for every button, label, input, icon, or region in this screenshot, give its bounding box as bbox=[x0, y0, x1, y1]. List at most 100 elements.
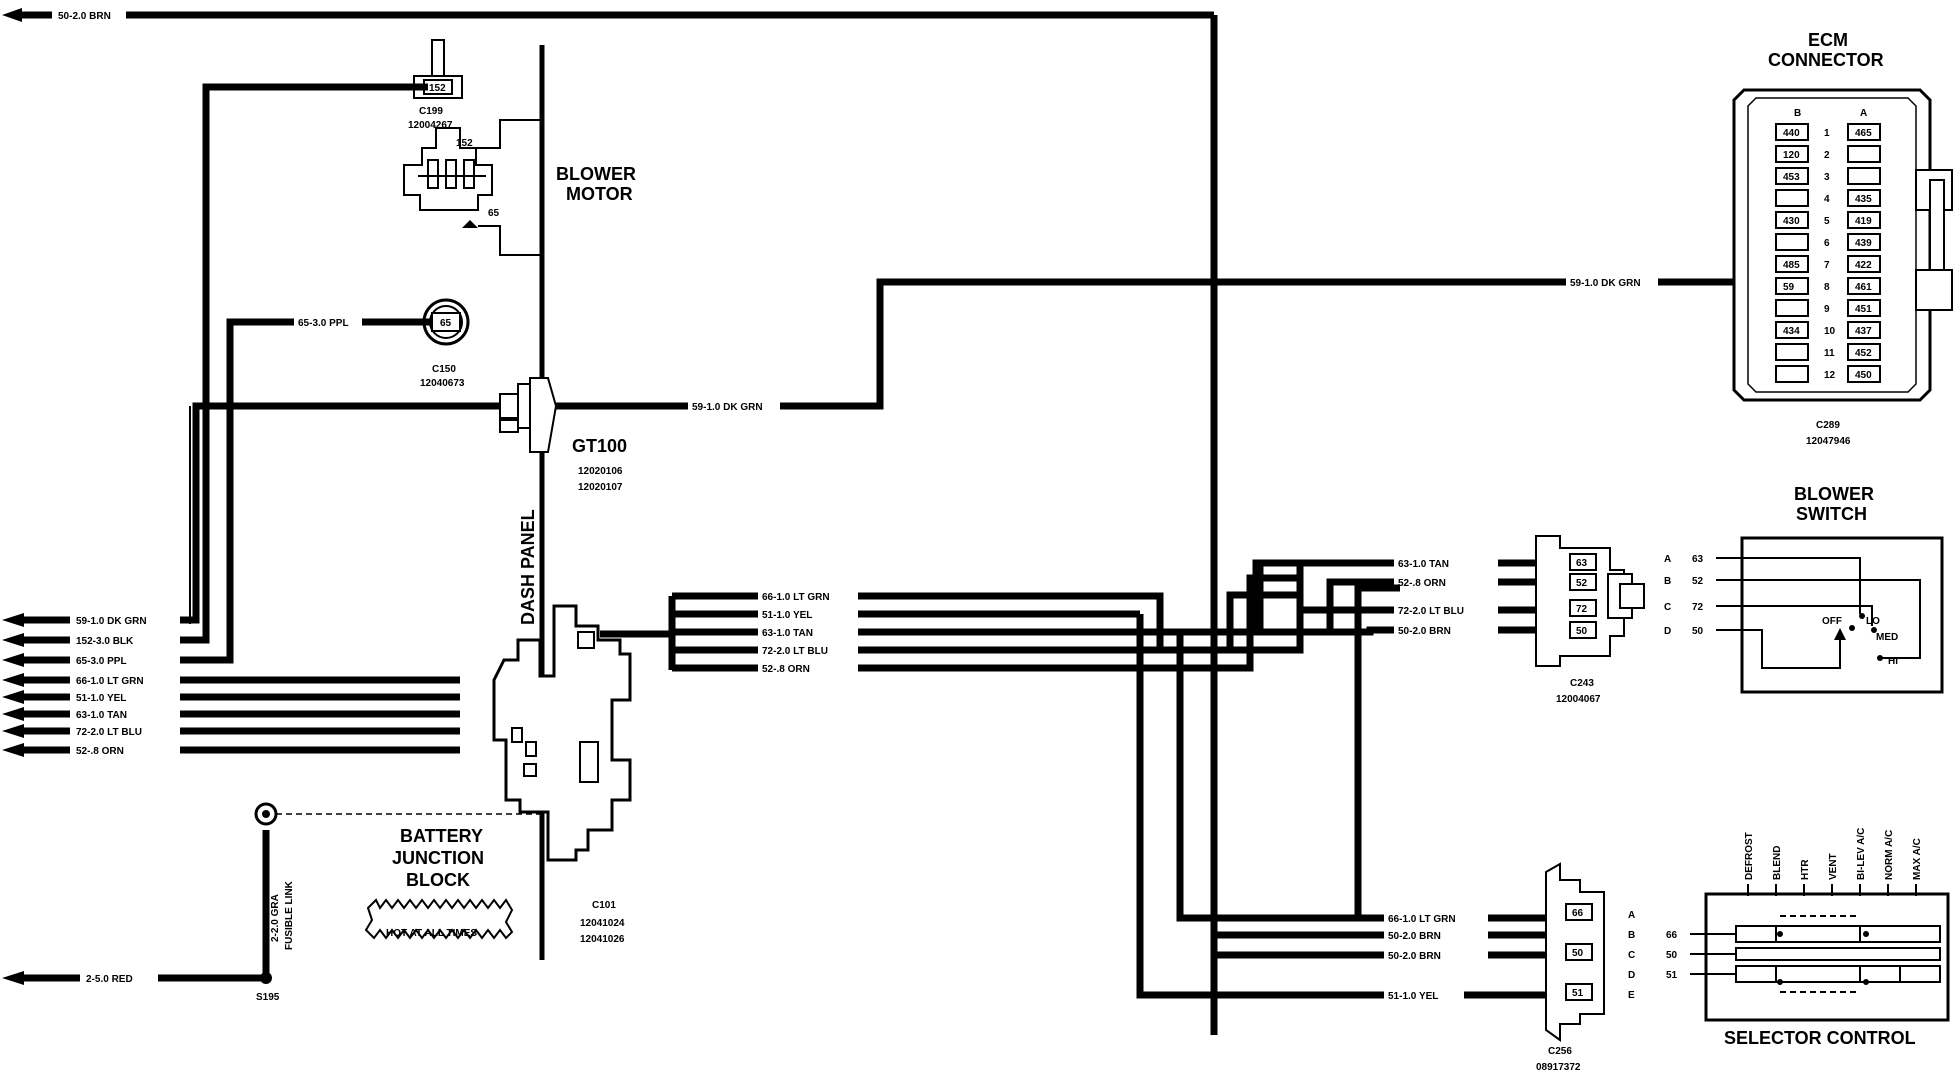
selector-mode-label: BI-LEV A/C bbox=[1856, 828, 1867, 880]
ecm-title-2: CONNECTOR bbox=[1768, 50, 1884, 70]
ecm-cavity-a bbox=[1847, 167, 1881, 185]
c256-letter-d: D bbox=[1628, 970, 1635, 981]
label-c243-tan: 63-1.0 TAN bbox=[1398, 559, 1449, 570]
c289-pn: 12047946 bbox=[1806, 436, 1851, 447]
wire-59-dkgrn-to-ecm bbox=[556, 278, 1740, 410]
c243-pin-63: 63 bbox=[1576, 558, 1588, 569]
label-c243-brn: 50-2.0 BRN bbox=[1398, 626, 1451, 637]
wire-59-dkgrn-left bbox=[20, 402, 502, 624]
wire-152-blk bbox=[20, 83, 428, 644]
bjb-title-3: BLOCK bbox=[406, 870, 470, 890]
label-gt100-dkgrn: 59-1.0 DK GRN bbox=[692, 402, 763, 413]
ecm-cavity-a bbox=[1847, 233, 1881, 251]
c199-part-number: 12004267 bbox=[408, 120, 453, 131]
wires-c243: 63-1.0 TAN 52-.8 ORN 72-2.0 LT BLU 50-2.… bbox=[1214, 556, 1560, 654]
ecm-title-1: ECM bbox=[1808, 30, 1848, 50]
label-mid-ltgrn: 66-1.0 LT GRN bbox=[762, 592, 830, 603]
ecm-cavity-a bbox=[1847, 255, 1881, 273]
c150-label: C150 bbox=[432, 364, 456, 375]
ecm-pin-b: 434 bbox=[1783, 326, 1800, 337]
wire-label: 50-2.0 BRN bbox=[58, 11, 111, 22]
ecm-pin-a: 439 bbox=[1855, 238, 1872, 249]
ecm-pin-b: 440 bbox=[1783, 128, 1800, 139]
label-c243-ltblu: 72-2.0 LT BLU bbox=[1398, 606, 1464, 617]
ecm-row-number: 5 bbox=[1824, 216, 1830, 227]
selector-title: SELECTOR CONTROL bbox=[1724, 1028, 1916, 1048]
label-left-yel: 51-1.0 YEL bbox=[76, 693, 126, 704]
blower-motor-title-2: MOTOR bbox=[566, 184, 633, 204]
ecm-pin-a: 450 bbox=[1855, 370, 1872, 381]
c243-pin-50: 50 bbox=[1576, 626, 1588, 637]
motor-pin-152: 152 bbox=[456, 138, 473, 149]
ecm-row-number: 11 bbox=[1824, 348, 1835, 359]
ecm-cavity-a bbox=[1847, 365, 1881, 383]
hot-text: HOT AT ALL TIMES bbox=[386, 928, 477, 939]
c256-letter-a: A bbox=[1628, 910, 1635, 921]
ecm-cavity-b bbox=[1775, 255, 1809, 273]
c256-letter-b: B bbox=[1628, 930, 1635, 941]
label-left-ltblu: 72-2.0 LT BLU bbox=[76, 727, 142, 738]
ecm-cavity-b bbox=[1775, 321, 1809, 339]
bs-med: MED bbox=[1876, 632, 1898, 643]
ecm-pin-b: 485 bbox=[1783, 260, 1800, 271]
ecm-cavity-b bbox=[1775, 277, 1809, 295]
c256-letter-e: E bbox=[1628, 990, 1635, 1001]
left-wire-labels: 59-1.0 DK GRN 152-3.0 BLK 65-3.0 PPL 66-… bbox=[70, 612, 180, 760]
bs-lo: LO bbox=[1866, 616, 1880, 627]
bs-hi: HI bbox=[1888, 656, 1898, 667]
ecm-cavity-b bbox=[1775, 365, 1809, 383]
gt100-pn-1: 12020106 bbox=[578, 466, 623, 477]
ecm-pin-b: 453 bbox=[1783, 172, 1800, 183]
c243-pin-52: 52 bbox=[1576, 578, 1588, 589]
middle-harness: 66-1.0 LT GRN 51-1.0 YEL 63-1.0 TAN 72-2… bbox=[600, 559, 1400, 999]
ecm-pin-a: 465 bbox=[1855, 128, 1872, 139]
selector-mode-label: MAX A/C bbox=[1912, 838, 1923, 880]
label-c256-ltgrn: 66-1.0 LT GRN bbox=[1388, 914, 1456, 925]
ecm-cavity-b bbox=[1775, 123, 1809, 141]
ecm-pin-a: 422 bbox=[1855, 260, 1872, 271]
label-c256-brn1: 50-2.0 BRN bbox=[1388, 931, 1441, 942]
s195-label: S195 bbox=[256, 992, 280, 1003]
label-left-dkgrn: 59-1.0 DK GRN bbox=[76, 616, 147, 627]
ecm-cavity-b bbox=[1775, 299, 1809, 317]
ecm-row-number: 3 bbox=[1824, 172, 1830, 183]
label-mid-orn: 52-.8 ORN bbox=[762, 664, 810, 675]
c256-pin-51: 51 bbox=[1572, 988, 1584, 999]
c101-pn-2: 12041026 bbox=[580, 934, 625, 945]
label-left-blk: 152-3.0 BLK bbox=[76, 636, 134, 647]
sel-row-50: 50 bbox=[1666, 950, 1678, 961]
label-c256-brn2: 50-2.0 BRN bbox=[1388, 951, 1441, 962]
ecm-row-number: 1 bbox=[1824, 128, 1830, 139]
c256-pin-50: 50 bbox=[1572, 948, 1584, 959]
gt100-pn-2: 12020107 bbox=[578, 482, 623, 493]
bjb-title-2: JUNCTION bbox=[392, 848, 484, 868]
ecm-pin-a: 461 bbox=[1855, 282, 1872, 293]
ecm-row-number: 9 bbox=[1824, 304, 1830, 315]
battery-junction-block bbox=[492, 604, 632, 862]
ecm-pin-a: 437 bbox=[1855, 326, 1872, 337]
bs-num-72: 72 bbox=[1692, 602, 1704, 613]
bs-num-52: 52 bbox=[1692, 576, 1704, 587]
c256-pin-66: 66 bbox=[1572, 908, 1584, 919]
bs-off: OFF bbox=[1822, 616, 1842, 627]
label-mid-ltblu: 72-2.0 LT BLU bbox=[762, 646, 828, 657]
ecm-row-number: 6 bbox=[1824, 238, 1830, 249]
hot-at-all-times-badge: HOT AT ALL TIMES bbox=[364, 898, 514, 940]
selector-mode-label: HTR bbox=[1800, 859, 1811, 880]
ecm-row-number: 10 bbox=[1824, 326, 1836, 337]
c256-label: C256 bbox=[1548, 1046, 1572, 1057]
bs-letter-a: A bbox=[1664, 554, 1671, 565]
c199-connector: 152 C199 12004267 bbox=[408, 39, 463, 131]
bs-letter-d: D bbox=[1664, 626, 1671, 637]
motor-pin-65: 65 bbox=[488, 208, 500, 219]
pin-65: 65 bbox=[440, 318, 452, 329]
selector-mode-label: DEFROST bbox=[1744, 832, 1755, 880]
sel-row-66: 66 bbox=[1666, 930, 1678, 941]
fusible-link: 2-5.0 RED S195 2-2.0 GRA FUSIBLE LINK bbox=[2, 802, 540, 1003]
blower-switch-title-1: BLOWER bbox=[1794, 484, 1874, 504]
ecm-col-b: B bbox=[1794, 108, 1801, 119]
ecm-row-number: 12 bbox=[1824, 370, 1836, 381]
